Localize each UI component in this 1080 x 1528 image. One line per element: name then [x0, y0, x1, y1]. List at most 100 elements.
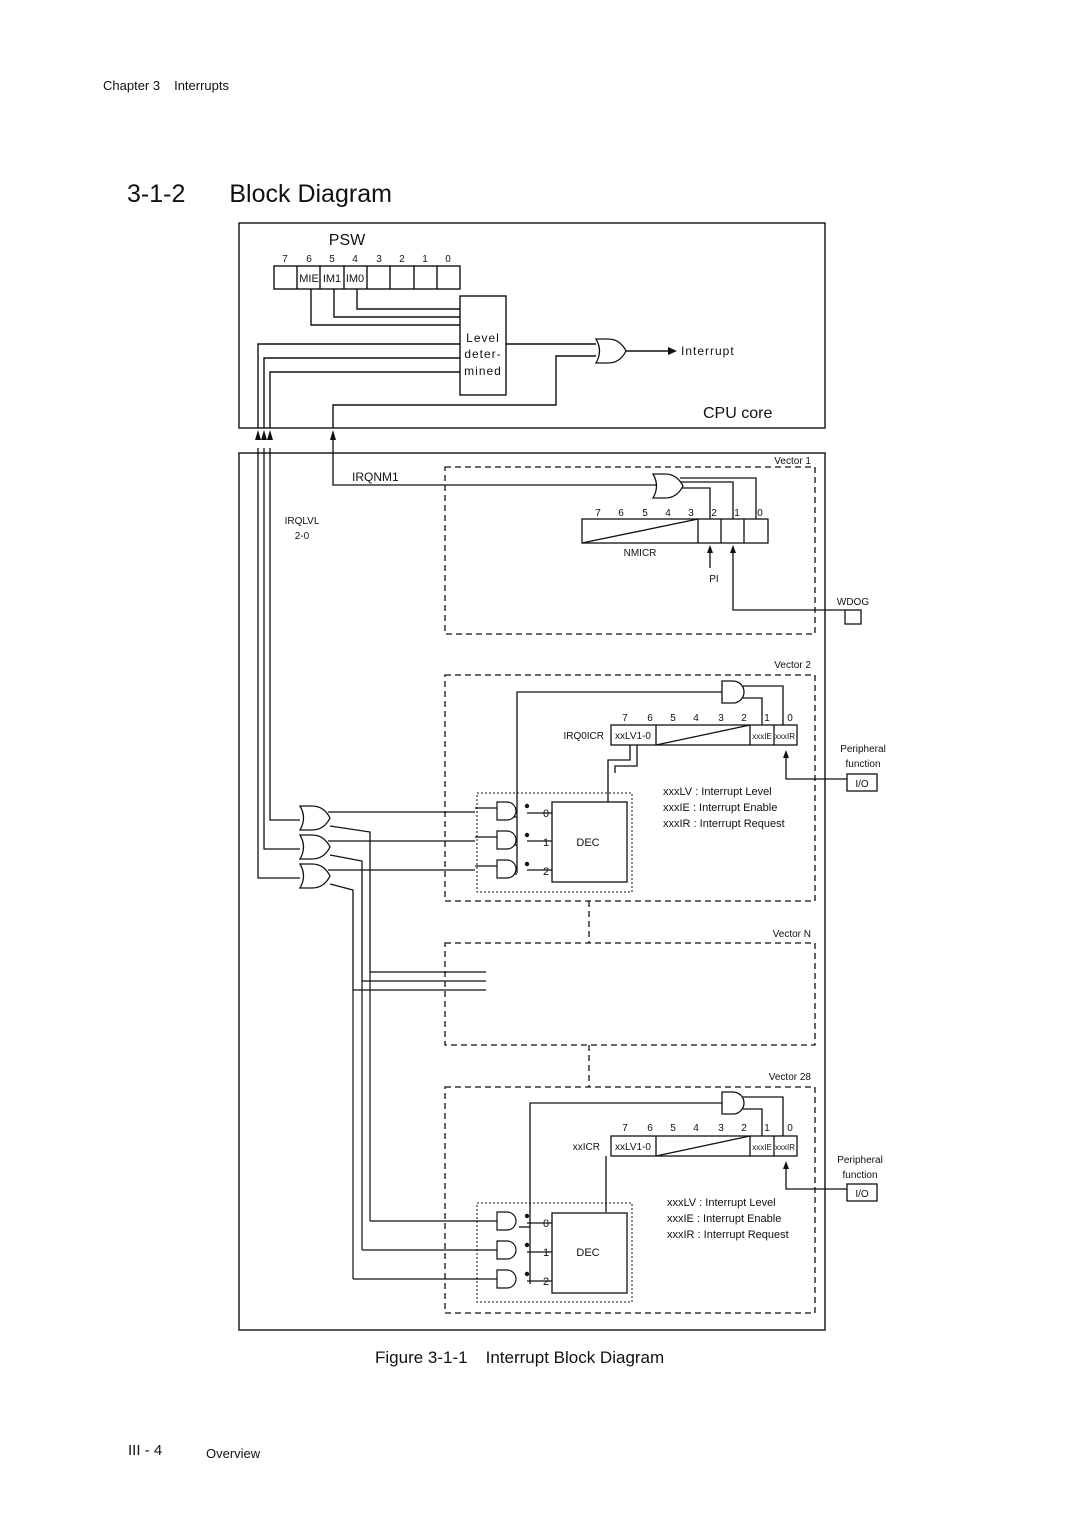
vector-28-ir-arrow-icon: [783, 1161, 789, 1169]
legend-ie-2: xxxIE : Interrupt Enable: [663, 802, 777, 814]
or-gate-lvl-2: [299, 805, 331, 831]
nmicr-bit-0: 0: [757, 508, 763, 519]
xxicr-ie-field: xxxIE: [752, 1143, 772, 1152]
irq0icr-bit-7: 7: [622, 713, 628, 724]
legend-lv-28: xxxLV : Interrupt Level: [667, 1197, 776, 1209]
irq0icr-bit-2: 2: [741, 713, 747, 724]
irq0icr-register: [610, 724, 798, 746]
psw-bit-2: 2: [399, 254, 405, 265]
vector-2-ir-arrow-icon: [783, 750, 789, 758]
vector-2-label: Vector 2: [774, 660, 811, 671]
cpu-core-box: [238, 222, 826, 429]
interrupt-controller-box: [238, 452, 826, 1331]
psw-field-mie: MIE: [299, 273, 319, 285]
nmicr-bit-5: 5: [642, 508, 648, 519]
and-gate-2-0: [496, 801, 517, 821]
vector-n-label: Vector N: [773, 929, 811, 940]
xxicr-bit-5: 5: [670, 1123, 676, 1134]
legend-lv-2: xxxLV : Interrupt Level: [663, 786, 772, 798]
xxicr-register: [610, 1135, 798, 1157]
dec-group-2: [476, 792, 633, 893]
vector-2-and-gate: [721, 680, 745, 704]
level-label-1: Level: [466, 331, 500, 345]
psw-bit-4: 4: [352, 254, 358, 265]
vector-1-or-gate: [652, 473, 684, 499]
nmicr-bit-2: 2: [711, 508, 717, 519]
psw-bit-7: 7: [282, 254, 288, 265]
nmicr-bit-7: 7: [595, 508, 601, 519]
peripheral-label-2: Peripheral: [840, 744, 886, 755]
irq0icr-bit-6: 6: [647, 713, 653, 724]
nmicr-bit-3: 3: [688, 508, 694, 519]
wdog-arrow-icon: [730, 545, 736, 553]
xxicr-ir-field: xxxIR: [775, 1143, 795, 1152]
psw-or-gate: [595, 338, 627, 364]
vector-28-and-gate: [721, 1091, 745, 1115]
footer-section: Overview: [206, 1446, 261, 1461]
xxicr-bit-2: 2: [741, 1123, 747, 1134]
psw-bit-3: 3: [376, 254, 382, 265]
xxicr-bit-0: 0: [787, 1123, 793, 1134]
psw-bit-5: 5: [329, 254, 335, 265]
irq0icr-ie-field: xxxIE: [752, 732, 772, 741]
or-gate-lvl-1: [299, 834, 331, 860]
pi-label: PI: [709, 574, 718, 585]
io-box-2: [846, 773, 878, 792]
psw-field-im0: IM0: [346, 273, 364, 285]
and-gate-2-1: [496, 830, 517, 850]
irqlvl-range: 2-0: [295, 531, 310, 542]
irq0icr-lv-field: xxLV1-0: [615, 731, 651, 742]
vector-1-box: [444, 466, 816, 635]
psw-bit-6: 6: [306, 254, 312, 265]
interrupt-output-label: Interrupt: [681, 344, 735, 358]
io-label-2: I/O: [855, 779, 869, 790]
and-gate-28-1: [496, 1240, 517, 1260]
and-gate-28-0: [496, 1211, 517, 1231]
psw-bit-numbers: 7 6 5 4 3 2 1 0: [282, 254, 451, 265]
figure-number: Figure 3-1-1: [375, 1348, 468, 1367]
legend-ir-28: xxxIR : Interrupt Request: [667, 1229, 789, 1241]
function-label-28: function: [842, 1170, 877, 1181]
cpu-core-label: CPU core: [703, 405, 772, 422]
irq0icr-bit-5: 5: [670, 713, 676, 724]
vector-1-label: Vector 1: [774, 456, 811, 467]
psw-bit-0: 0: [445, 254, 451, 265]
irq0icr-bit-4: 4: [693, 713, 699, 724]
nmicr-label: NMICR: [624, 548, 657, 559]
legend-ir-2: xxxIR : Interrupt Request: [663, 818, 785, 830]
irq0icr-bit-3: 3: [718, 713, 724, 724]
or-gate-lvl-0: [299, 863, 331, 889]
wdog-box: [844, 609, 862, 625]
nmicr-register: [581, 518, 769, 544]
vector-28-label: Vector 28: [769, 1072, 812, 1083]
psw-field-im1: IM1: [323, 273, 341, 285]
xxicr-bit-6: 6: [647, 1123, 653, 1134]
page-number: III - 4: [128, 1442, 163, 1459]
level-label-3: mined: [464, 364, 502, 378]
irq0icr-bit-1: 1: [764, 713, 770, 724]
dec-block-2: [551, 801, 628, 883]
psw-bit-1: 1: [422, 254, 428, 265]
xxicr-lv-field: xxLV1-0: [615, 1142, 651, 1153]
irq0icr-ir-field: xxxIR: [775, 732, 795, 741]
dec-2-input-1: 1: [543, 837, 549, 849]
vector-n-box: [444, 942, 816, 1046]
dec-2-input-2: 2: [543, 866, 549, 878]
nmicr-bit-4: 4: [665, 508, 671, 519]
vector-28-box: [444, 1086, 816, 1314]
dec-block-28: [551, 1212, 628, 1294]
dec-28-input-1: 1: [543, 1247, 549, 1259]
dec-28-input-2: 2: [543, 1276, 549, 1288]
xxicr-bit-4: 4: [693, 1123, 699, 1134]
irq-up-arrows: [255, 430, 336, 440]
legend-ie-28: xxxIE : Interrupt Enable: [667, 1213, 781, 1225]
xxicr-bit-7: 7: [622, 1123, 628, 1134]
dec-28-input-0: 0: [543, 1218, 549, 1230]
section-number: 3-1-2: [127, 180, 186, 208]
interrupt-arrow-icon: [668, 347, 677, 355]
xxicr-bit-1: 1: [764, 1123, 770, 1134]
level-determined-block: [459, 295, 507, 396]
